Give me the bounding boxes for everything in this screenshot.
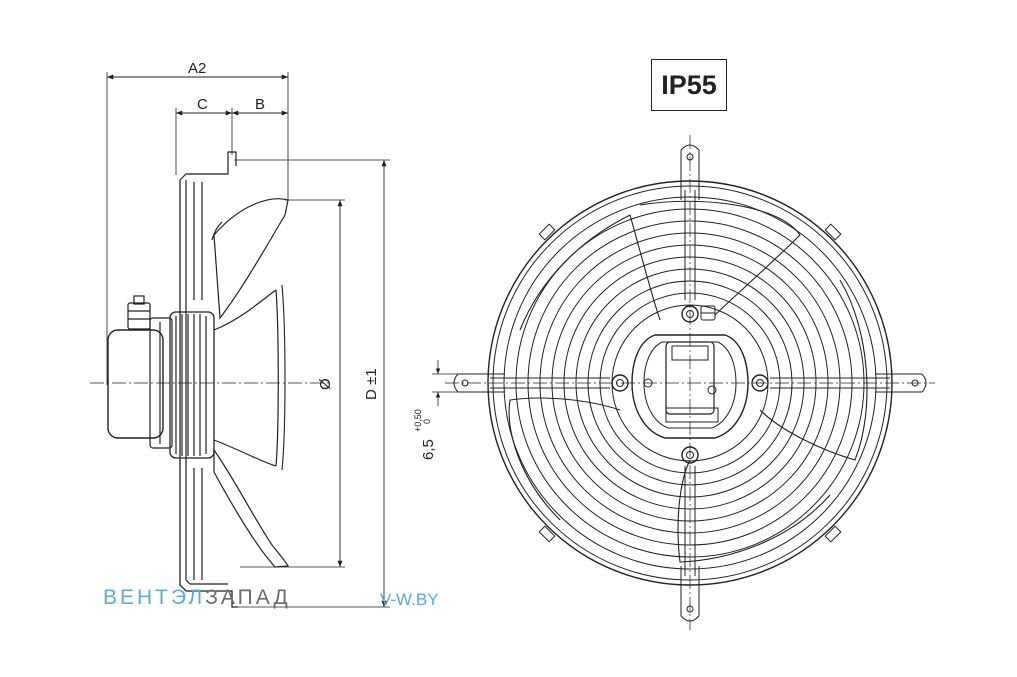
label-tol-upper: +0,50 xyxy=(413,409,423,432)
label-a2: A2 xyxy=(188,60,206,77)
front-view xyxy=(432,135,935,630)
side-view-labels: A2 C B Ø D ±1 xyxy=(188,60,380,400)
brand-part-2: ЗАПАД xyxy=(205,586,291,609)
brand-url: V-W.BY xyxy=(380,590,439,609)
label-diameter: Ø xyxy=(317,378,334,390)
label-hole: 6,5 xyxy=(420,439,437,460)
label-b: B xyxy=(255,96,265,113)
side-view xyxy=(90,72,390,608)
label-d: D ±1 xyxy=(363,368,380,400)
label-tol-lower: 0 xyxy=(422,419,432,424)
label-c: C xyxy=(197,96,208,113)
ip-rating-badge: IP55 xyxy=(651,59,727,111)
brand-part-1: ВЕНТЭЛ xyxy=(103,586,206,609)
front-view-labels: 6,5 +0,50 0 xyxy=(413,409,437,460)
brand-watermark: ВЕНТЭЛЗАПАД xyxy=(103,586,291,610)
